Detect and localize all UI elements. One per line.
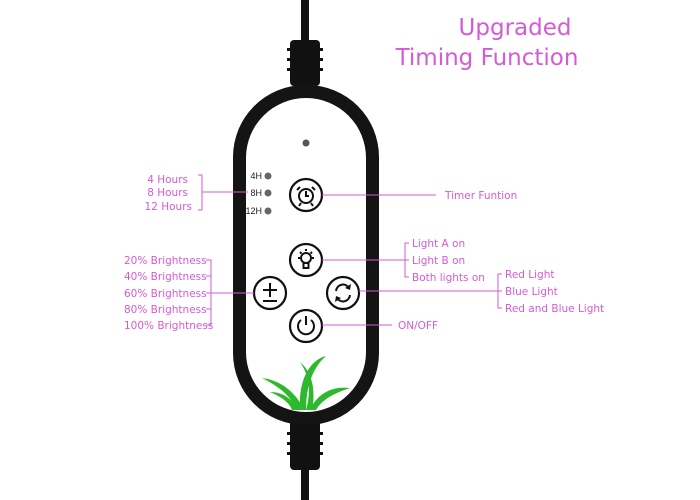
color-option: Red and Blue Light — [505, 303, 604, 315]
light-options-callout: Light A on Light B on Both lights on — [322, 238, 485, 284]
brightness-option: 80% Brightness — [124, 304, 207, 316]
color-option: Blue Light — [505, 286, 558, 298]
title-line-2: Timing Function — [395, 45, 579, 71]
color-options-callout: Red Light Blue Light Red and Blue Light — [359, 269, 604, 315]
status-led — [302, 139, 310, 147]
light-option: Light B on — [412, 255, 465, 267]
brightness-callout: 20% Brightness 40% Brightness 60% Bright… — [124, 255, 254, 332]
refresh-icon — [335, 283, 351, 303]
alarm-clock-icon — [296, 186, 316, 207]
title-line-1: Upgraded — [459, 15, 572, 41]
color-cycle-button[interactable] — [325, 275, 361, 311]
brightness-button[interactable] — [252, 275, 288, 311]
timer-options-callout: 4 Hours 8 Hours 12 Hours — [145, 174, 248, 213]
power-callout: ON/OFF — [322, 320, 438, 332]
led-label-8h: 8H — [250, 188, 262, 198]
strain-relief-top — [287, 40, 323, 86]
timer-callout: Timer Funtion — [322, 190, 517, 202]
led-label-4h: 4H — [250, 171, 262, 181]
timer-leds: 4H 8H 12H — [245, 171, 272, 216]
brightness-option: 20% Brightness — [124, 255, 207, 267]
timer-option: 4 Hours — [147, 174, 188, 186]
plus-minus-icon — [263, 283, 277, 302]
grass-logo — [262, 356, 350, 410]
cable-top — [301, 0, 309, 60]
light-select-button[interactable] — [288, 242, 324, 278]
power-icon — [297, 316, 315, 336]
timer-option: 8 Hours — [147, 187, 188, 199]
led-label-12h: 12H — [245, 206, 262, 216]
timer-option: 12 Hours — [145, 201, 192, 213]
light-option: Light A on — [412, 238, 465, 250]
brightness-option: 60% Brightness — [124, 288, 207, 300]
brightness-option: 100% Brightness — [124, 320, 213, 332]
light-option: Both lights on — [412, 272, 485, 284]
strain-relief-bottom — [287, 418, 323, 470]
color-option: Red Light — [505, 269, 555, 281]
power-button[interactable] — [288, 308, 324, 344]
brightness-option: 40% Brightness — [124, 271, 207, 283]
lightbulb-icon — [298, 249, 314, 269]
timer-button[interactable] — [288, 177, 324, 213]
timer-function-label: Timer Funtion — [444, 190, 517, 202]
power-label: ON/OFF — [398, 320, 438, 332]
